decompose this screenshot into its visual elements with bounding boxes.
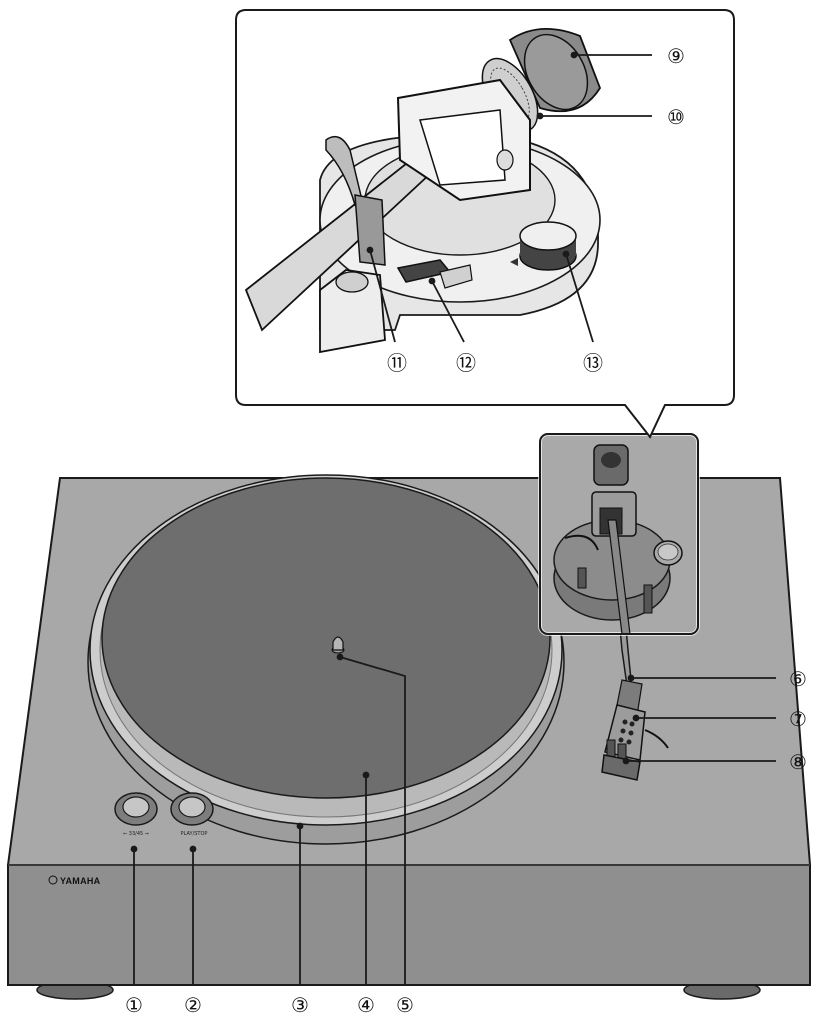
spindle <box>331 636 345 654</box>
arm-rest <box>319 135 386 354</box>
callout-labels: ① ② ③ ④ ⑤ ⑥ ⑦ ⑧ ⑨ ⑩ ⑪ ⑫ ⑬ <box>125 44 807 1017</box>
pivot-housing <box>396 78 531 202</box>
platter <box>87 474 565 845</box>
cue-lever-callout: ⑫ <box>456 351 476 375</box>
anti-skating-knob-callout: ⑬ <box>583 351 603 375</box>
spindle-callout: ⑤ <box>396 993 414 1017</box>
yamaha-logo-icon: YAMAHA <box>48 875 101 886</box>
platter-mat-callout: ④ <box>357 993 375 1017</box>
platter-callout: ③ <box>291 993 309 1017</box>
leader-lines <box>130 51 776 985</box>
cartridge-callout: ⑧ <box>789 750 807 774</box>
anti-skating-knob <box>510 221 577 271</box>
play-stop-button-callout: ② <box>184 993 202 1017</box>
arm-rest-callout: ⑪ <box>387 351 407 375</box>
play-stop-button-label: PLAY/STOP <box>181 831 208 837</box>
headshell-callout: ⑦ <box>789 707 807 731</box>
counterweight-callout: ⑨ <box>667 44 685 68</box>
tonearm-callout: ⑥ <box>789 667 807 691</box>
speed-button-label: ⇐ 33/45 ⇒ <box>123 831 149 837</box>
plinth-front <box>7 864 811 986</box>
zoom-detail-box <box>235 9 735 439</box>
speed-button-callout: ① <box>125 993 143 1017</box>
brand-name: YAMAHA <box>60 876 101 886</box>
tonearm-inset-box <box>538 432 700 636</box>
platter-mat <box>101 477 551 799</box>
speed-button[interactable] <box>114 792 158 826</box>
play-stop-button[interactable] <box>170 792 214 826</box>
cue-lever <box>396 259 473 289</box>
tracking-force-ring-callout: ⑩ <box>667 105 685 129</box>
